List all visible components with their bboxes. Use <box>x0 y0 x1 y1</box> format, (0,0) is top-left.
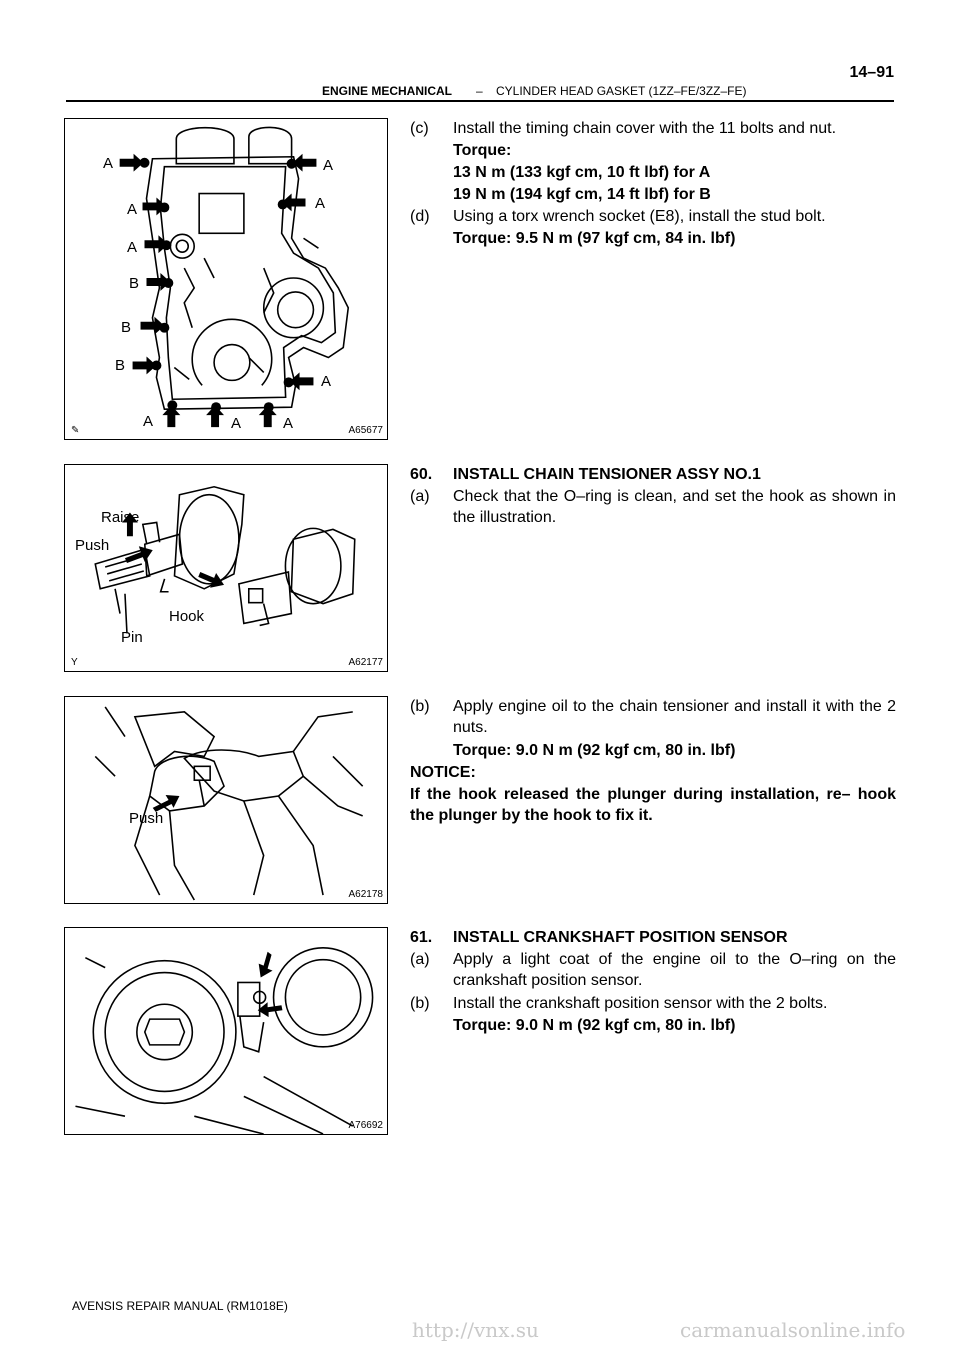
step-61-heading: 61. INSTALL CRANKSHAFT POSITION SENSOR <box>410 927 788 948</box>
header-section: ENGINE MECHANICAL <box>322 84 453 98</box>
figure-label-a: A <box>143 413 154 430</box>
header-separator: – <box>476 84 483 98</box>
notice-text: If the hook released the plunger during … <box>410 786 896 824</box>
hook-label: Hook <box>169 608 205 625</box>
chain-tensioner-drawing <box>94 485 356 634</box>
header-rule <box>66 100 894 102</box>
crankshaft-sensor-drawing <box>75 947 374 1134</box>
watermark-right: carmanualsonline.info <box>680 1318 906 1342</box>
step-label: (d) <box>410 208 430 225</box>
step-60-heading: 60. INSTALL CHAIN TENSIONER ASSY NO.1 <box>410 464 761 485</box>
step-text: Apply a light coat of the engine oil to … <box>453 951 896 989</box>
figure-label-b: B <box>121 319 132 336</box>
step-text: Check that the O–ring is clean, and set … <box>453 488 896 526</box>
step-label: (b) <box>410 698 430 715</box>
step-text: Using a torx wrench socket (E8), install… <box>453 208 826 225</box>
figure-label-a: A <box>315 195 326 212</box>
figure-label-a: A <box>231 415 242 432</box>
torque-spec-b: 19 N m (194 kgf cm, 14 ft lbf) for B <box>453 186 711 203</box>
figure-installing-tensioner: Push A62178 <box>64 696 388 904</box>
figure-timing-chain-cover: A A A A A B B B A A A A ✎ A65677 <box>64 118 388 440</box>
figure-label-a: A <box>321 373 332 390</box>
step-text: Apply engine oil to the chain tensioner … <box>453 698 896 736</box>
torque-heading: Torque: <box>453 142 512 159</box>
page-number: 14–91 <box>849 64 895 81</box>
torque-spec-a: 13 N m (133 kgf cm, 10 ft lbf) for A <box>453 164 711 181</box>
timing-chain-cover-drawing <box>119 126 350 428</box>
push-label: Push <box>129 810 164 827</box>
step-d: (d) Using a torx wrench socket (E8), ins… <box>410 206 896 227</box>
figure-corner-mark: Y <box>71 657 78 668</box>
notice-heading: NOTICE: <box>410 764 476 781</box>
figure-label-a: A <box>103 155 114 172</box>
figure-corner-mark: ✎ <box>71 425 80 436</box>
step-60a: (a) Check that the O–ring is clean, and … <box>410 486 896 528</box>
figure-id: A62178 <box>348 889 383 900</box>
figure-label-a: A <box>127 201 138 218</box>
watermark-left: http://vnx.su <box>412 1318 539 1342</box>
figure-label-b: B <box>115 357 126 374</box>
step-title: INSTALL CRANKSHAFT POSITION SENSOR <box>453 929 788 946</box>
step-60b: (b) Apply engine oil to the chain tensio… <box>410 696 896 738</box>
step-61b: (b) Install the crankshaft position sens… <box>410 993 896 1014</box>
figure-id: A65677 <box>348 425 383 436</box>
header-subsection: CYLINDER HEAD GASKET (1ZZ–FE/3ZZ–FE) <box>496 84 747 98</box>
figure-label-a: A <box>127 239 138 256</box>
pin-label: Pin <box>121 629 143 646</box>
step-label: (a) <box>410 951 430 968</box>
step-number: 60. <box>410 466 433 483</box>
installing-tensioner-drawing <box>94 706 364 901</box>
step-text: Install the crankshaft position sensor w… <box>453 995 828 1012</box>
step-text: Install the timing chain cover with the … <box>453 120 837 137</box>
step-number: 61. <box>410 929 433 946</box>
figure-crankshaft-sensor: A76692 <box>64 927 388 1135</box>
torque-spec: Torque: 9.0 N m (92 kgf cm, 80 in. lbf) <box>453 742 736 759</box>
step-title: INSTALL CHAIN TENSIONER ASSY NO.1 <box>453 466 761 483</box>
figure-id: A76692 <box>348 1120 383 1131</box>
raise-label: Raise <box>101 509 140 526</box>
step-label: (b) <box>410 995 430 1012</box>
torque-spec: Torque: 9.0 N m (92 kgf cm, 80 in. lbf) <box>453 1017 736 1034</box>
step-label: (c) <box>410 120 429 137</box>
footer-manual-title: AVENSIS REPAIR MANUAL (RM1018E) <box>72 1299 288 1313</box>
figure-label-a: A <box>283 415 294 432</box>
figure-chain-tensioner: Raise Push Hook Pin Y A62177 <box>64 464 388 672</box>
figure-label-a: A <box>323 157 334 174</box>
step-c: (c) Install the timing chain cover with … <box>410 118 896 139</box>
figure-label-b: B <box>129 275 140 292</box>
torque-spec: Torque: 9.5 N m (97 kgf cm, 84 in. lbf) <box>453 230 736 247</box>
step-label: (a) <box>410 488 430 505</box>
push-label: Push <box>75 537 110 554</box>
step-61a: (a) Apply a light coat of the engine oil… <box>410 949 896 991</box>
figure-id: A62177 <box>348 657 383 668</box>
